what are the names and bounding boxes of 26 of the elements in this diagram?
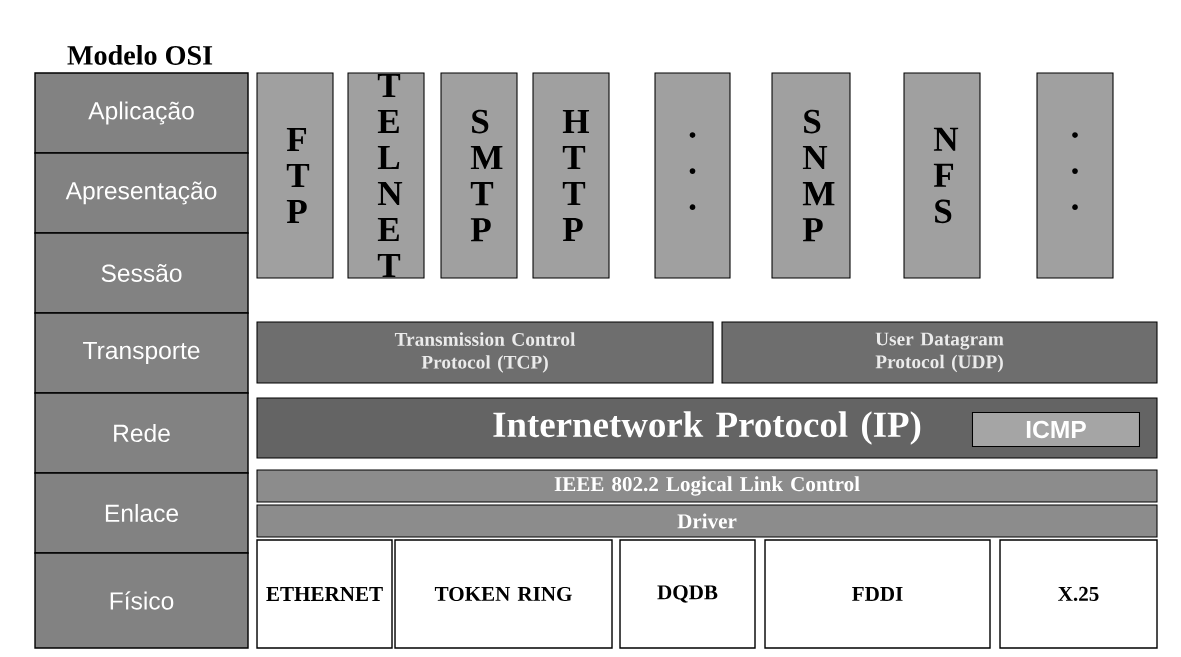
protocol-column: S M T P [440, 72, 518, 279]
diagram-title: Modelo OSI [67, 45, 213, 65]
protocol-box: ICMP [971, 411, 1140, 447]
network-box: X.25 [999, 539, 1158, 649]
protocol-box: User Datagram Protocol (UDP) [721, 321, 1158, 384]
layer-box: Físico [34, 552, 249, 649]
layer-box: Rede [34, 392, 249, 474]
layer-box: Transporte [34, 312, 249, 394]
network-box: TOKEN RING [394, 539, 613, 649]
protocol-band: Driver [256, 504, 1158, 538]
protocol-column: H T T P [532, 72, 610, 279]
layer-box: Aplicação [34, 72, 249, 154]
protocol-column: F T P [256, 72, 334, 279]
protocol-box: Transmission Control Protocol (TCP) [256, 321, 714, 384]
network-box: DQDB [619, 539, 756, 649]
protocol-band: IEEE 802.2 Logical Link Control [256, 469, 1158, 503]
protocol-column: N F S [903, 72, 981, 279]
protocol-column: T E L N E T [347, 72, 425, 279]
layer-box: Enlace [34, 472, 249, 554]
layer-box: Apresentação [34, 152, 249, 234]
network-box: FDDI [764, 539, 991, 649]
protocol-column: · · · [654, 72, 731, 279]
layer-box: Sessão [34, 232, 249, 314]
protocol-column: S N M P [771, 72, 851, 279]
network-box: ETHERNET [256, 539, 393, 649]
protocol-column: · · · [1036, 72, 1114, 279]
